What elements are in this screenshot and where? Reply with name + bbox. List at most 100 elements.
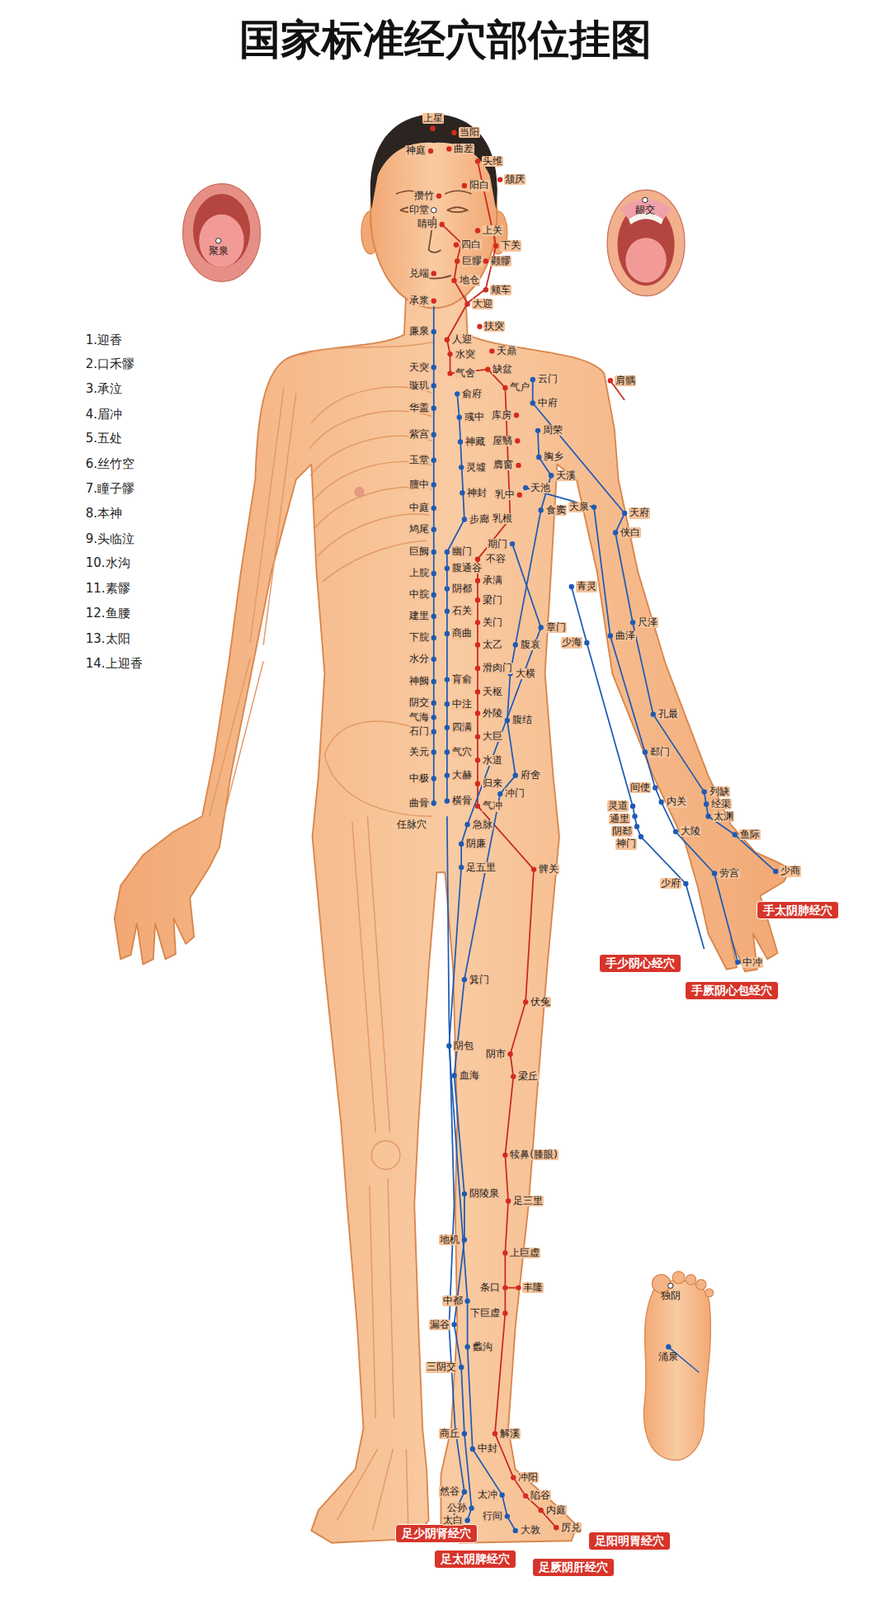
acupoint-label: 丰隆 bbox=[522, 1282, 544, 1293]
acupoint-label: 劳宫 bbox=[718, 867, 741, 879]
acupoint-dot bbox=[658, 799, 664, 805]
rib bbox=[309, 410, 432, 449]
acupoint-dot bbox=[504, 717, 510, 723]
acupoint-dot bbox=[630, 803, 636, 809]
acupoint-label: 颊车 bbox=[490, 284, 512, 296]
acupoint-label: 廉泉 bbox=[408, 325, 430, 337]
acupoint-dot bbox=[505, 1197, 511, 1203]
acupoint-label: 大巨 bbox=[481, 730, 504, 742]
acupoint-label: 肩髃 bbox=[614, 375, 637, 387]
acupoint-label: 急脉 bbox=[471, 819, 494, 830]
acupoint-label: 上脘 bbox=[408, 567, 430, 579]
acupoint-label: 印堂 bbox=[408, 204, 430, 216]
rib bbox=[311, 386, 432, 424]
acupoint-label: 扶突 bbox=[483, 320, 505, 332]
acupoint-label: 冲阳 bbox=[517, 1471, 539, 1483]
acupoint-dot bbox=[705, 813, 711, 819]
acupoint-dot bbox=[773, 868, 778, 874]
acupoint-label: 阴郄 bbox=[611, 825, 633, 837]
acupoint-label: 通里 bbox=[608, 813, 631, 825]
acupoint-dot bbox=[216, 238, 222, 244]
acupoint-label: 大赫 bbox=[451, 769, 473, 781]
acupoint-dot bbox=[497, 791, 503, 797]
acupoint-dot bbox=[513, 412, 519, 418]
acupoint-label: 气户 bbox=[509, 381, 531, 393]
acupoint-dot bbox=[634, 823, 640, 829]
acupoint-label: 石关 bbox=[451, 605, 473, 617]
acupoint-dot bbox=[447, 370, 453, 376]
acupoint-label: 上巨虚 bbox=[509, 1247, 541, 1259]
acupoint-dot bbox=[489, 348, 495, 354]
acupoint-dot bbox=[513, 641, 519, 647]
acupoint-label: 犊鼻(膝眼) bbox=[509, 1149, 558, 1160]
acupoint-dot bbox=[431, 298, 437, 304]
acupoint-label: 气海 bbox=[408, 711, 430, 723]
acupoint-dot bbox=[608, 632, 613, 638]
acupoint-label: 中庭 bbox=[408, 502, 430, 514]
acupoint-dot bbox=[513, 773, 519, 778]
acupoint-dot bbox=[514, 438, 520, 444]
point-list-item: 12.鱼腰 bbox=[84, 606, 132, 621]
meridian-name: 手厥阴心包经穴 bbox=[691, 983, 773, 997]
acupoint-dot bbox=[665, 1343, 671, 1349]
acupoint-dot bbox=[475, 158, 481, 164]
acupoint-label: 璇玑 bbox=[408, 380, 430, 392]
acupoint-label: 承浆 bbox=[408, 295, 430, 307]
point-list-item: 10.水沟 bbox=[84, 556, 132, 571]
acupoint-label: 水分 bbox=[408, 653, 430, 665]
foot-sole bbox=[643, 1271, 713, 1461]
acupoint-dot bbox=[462, 976, 467, 982]
acupoint-label: 外陵 bbox=[481, 707, 504, 719]
acupoint-dot bbox=[446, 146, 452, 151]
acupoint-dot bbox=[431, 656, 437, 662]
toe bbox=[696, 1279, 707, 1290]
meridian-name: 足太阴脾经穴 bbox=[440, 1551, 510, 1566]
acupoint-label: 乳中 bbox=[494, 489, 516, 500]
acupoint-dot bbox=[502, 1152, 508, 1158]
acupoint-dot bbox=[431, 635, 437, 641]
acupoint-label: 鸠尾 bbox=[408, 523, 430, 535]
acupoint-label: 少府 bbox=[660, 877, 682, 889]
acupoint-label: 当阳 bbox=[458, 127, 481, 138]
acupoint-dot bbox=[475, 619, 481, 625]
acupoint-dot bbox=[499, 1491, 505, 1497]
acupoint-dot bbox=[591, 504, 597, 510]
acupoint-label: 华盖 bbox=[408, 402, 430, 414]
acupoint-dot bbox=[431, 481, 437, 487]
acupoint-label: 中都 bbox=[442, 1295, 464, 1306]
acupoint-label: 神庭 bbox=[405, 145, 427, 156]
acupoint-dot bbox=[668, 1282, 674, 1288]
point-list-item: 7.瞳子髎 bbox=[84, 481, 136, 496]
point-list-item: 2.口禾髎 bbox=[84, 357, 136, 372]
acupoint-label: 膺窗 bbox=[492, 459, 514, 471]
acupoint-dot bbox=[431, 505, 437, 511]
acupoint-dot bbox=[475, 556, 481, 561]
meridian-legend-box: 手少阴心经穴 bbox=[598, 953, 682, 973]
acupoint-dot bbox=[457, 414, 462, 420]
acupoint-label: 阴都 bbox=[451, 583, 473, 594]
acupoint-label: 间使 bbox=[629, 782, 651, 793]
acupoint-dot bbox=[622, 510, 627, 516]
clavicle bbox=[301, 341, 434, 355]
acupoint-dot bbox=[683, 881, 689, 887]
acupoint-label: 大迎 bbox=[471, 298, 494, 310]
acupoint-label: 乳根 bbox=[491, 513, 514, 524]
acupoint-dot bbox=[537, 1507, 543, 1513]
acupoint-dot bbox=[431, 714, 437, 720]
acupoint-label: 天池 bbox=[529, 482, 552, 494]
acupoint-label: 巨髎 bbox=[461, 255, 483, 267]
acupoint-dot bbox=[431, 457, 437, 463]
acupoint-dot bbox=[502, 1249, 508, 1255]
acupoint-dot bbox=[475, 781, 481, 787]
acupoint-label: 阳白 bbox=[468, 179, 491, 191]
acupoint-label: 地仓 bbox=[458, 274, 481, 286]
acupoint-dot bbox=[631, 813, 637, 819]
acupoint-dot bbox=[444, 337, 450, 343]
acupoint-dot bbox=[475, 734, 481, 740]
acupoint-label: 中府 bbox=[537, 397, 559, 409]
acupoint-dot bbox=[444, 608, 450, 614]
acupoint-dot bbox=[476, 324, 482, 330]
acupoint-label: 然谷 bbox=[438, 1485, 461, 1497]
acupoint-label: 太渊 bbox=[712, 810, 735, 822]
